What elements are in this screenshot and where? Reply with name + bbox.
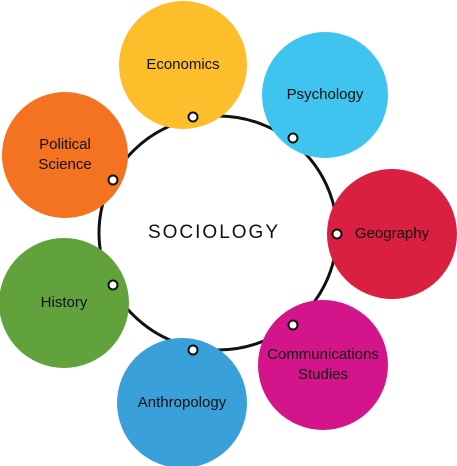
node-circle-geography [327,169,457,299]
connector-dot-geography [331,228,343,240]
node-circle-economics [119,1,247,129]
node-circle-political-science [2,92,128,218]
node-label-communications-studies-line-1: Communications [267,346,379,363]
node-psychology: Psychology [262,32,388,158]
node-geography: Geography [327,169,457,299]
node-label-political-science-line-1: Political [39,136,91,153]
node-label-psychology-line-1: Psychology [287,86,364,103]
node-economics: Economics [119,1,247,129]
node-circle-history [0,238,129,368]
connector-dot-political-science [107,174,119,186]
node-history: History [0,238,129,368]
node-label-anthropology-line-1: Anthropology [138,394,227,411]
node-circle-communications-studies [258,300,388,430]
connector-dot-history [107,279,119,291]
node-circle-anthropology [117,338,247,466]
node-circle-psychology [262,32,388,158]
connector-dot-anthropology [187,344,199,356]
node-label-political-science-line-2: Science [38,156,91,173]
connector-dot-communications-studies [287,319,299,331]
connector-dots [107,111,343,356]
center-label-sociology: SOCIOLOGY [148,222,280,243]
node-anthropology: Anthropology [117,338,247,466]
node-label-geography-line-1: Geography [355,225,430,242]
node-label-communications-studies-line-2: Studies [298,366,348,383]
node-label-economics-line-1: Economics [146,56,219,73]
connector-dot-psychology [287,132,299,144]
connector-dot-economics [187,111,199,123]
node-label-history-line-1: History [41,294,88,311]
